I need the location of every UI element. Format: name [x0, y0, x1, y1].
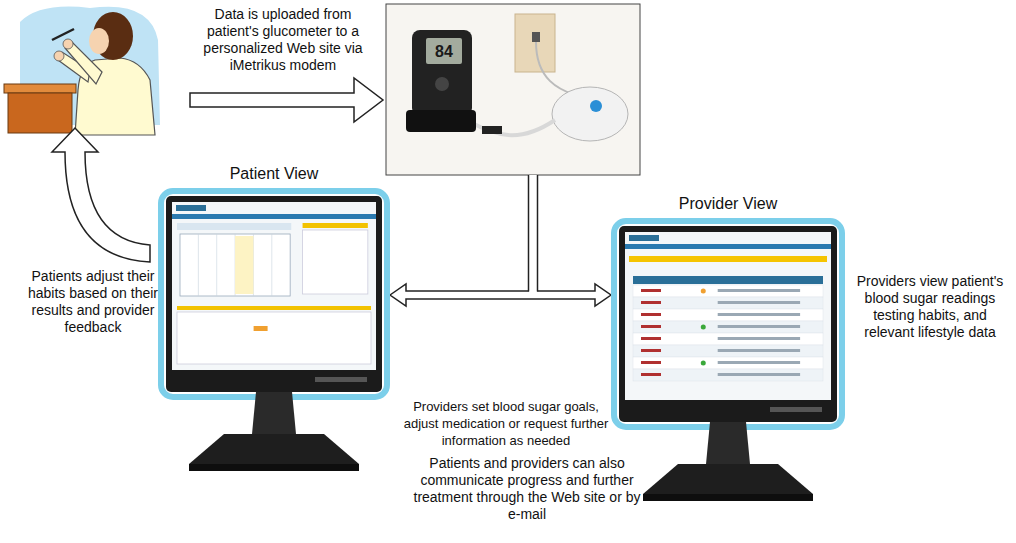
meter-reading: 84	[426, 41, 462, 63]
double-arrow-connector	[390, 284, 611, 306]
feedback-arrow	[52, 128, 150, 262]
note-text: Providers view patient's blood sugar rea…	[855, 273, 1005, 341]
monitor-node: Patient View	[158, 164, 390, 474]
monitor-outline	[158, 188, 390, 474]
note-text: Patients and providers can also communic…	[413, 455, 641, 523]
upload-arrow	[190, 78, 383, 122]
monitor-node: Provider View	[611, 194, 845, 504]
note-text: Patients adjust their habits based on th…	[28, 268, 158, 336]
device-photo	[386, 4, 640, 175]
view-heading: Provider View	[611, 194, 845, 218]
monitor-graphic	[161, 191, 387, 471]
view-heading: Patient View	[158, 164, 390, 188]
patient-illustration	[4, 7, 160, 135]
monitor-outline	[611, 218, 845, 504]
note-text: Data is uploaded from patient's glucomet…	[193, 6, 373, 74]
monitor-graphic	[614, 221, 842, 501]
photo-stem	[529, 175, 538, 293]
note-text: Providers set blood sugar goals, adjust …	[402, 398, 610, 449]
